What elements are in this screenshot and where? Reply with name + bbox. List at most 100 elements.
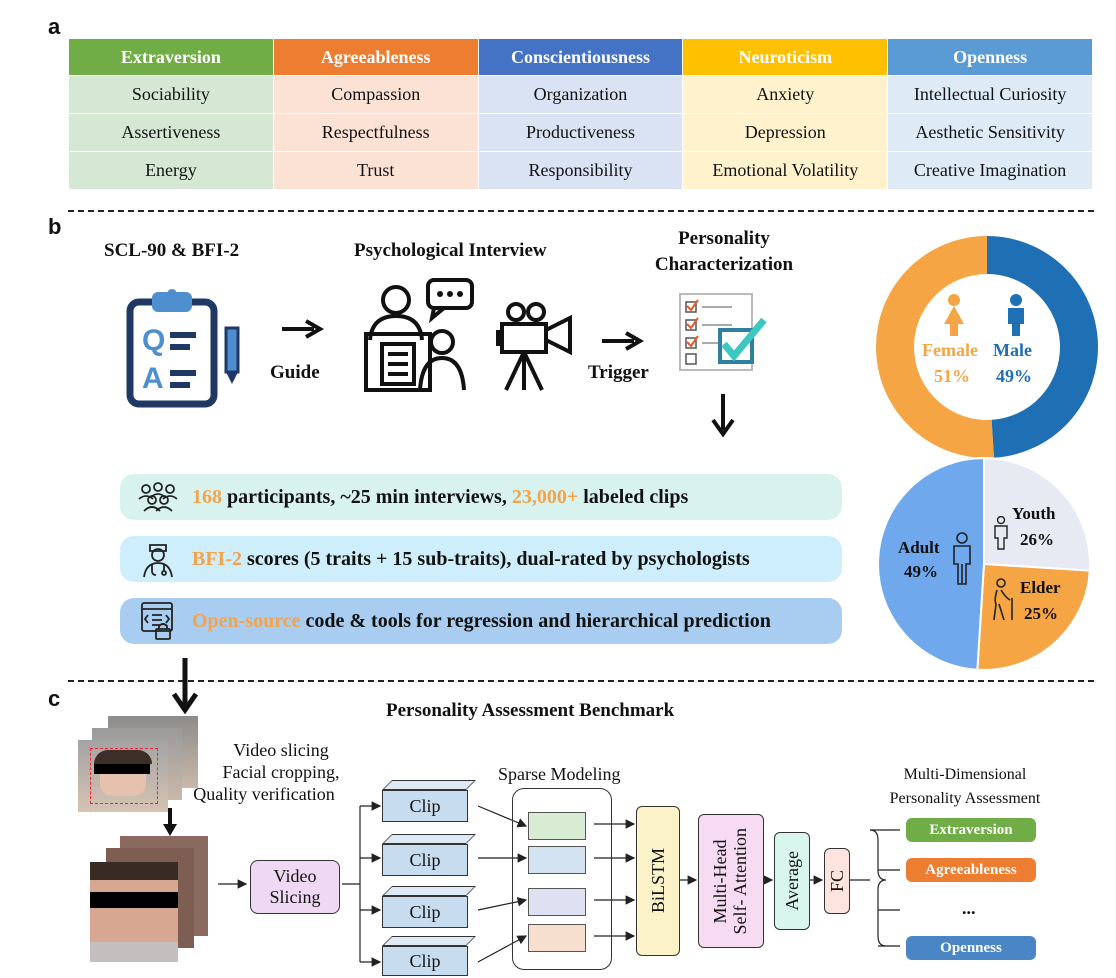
down-arrow-icon [711,394,735,438]
clip-block: Clip [382,886,476,928]
male-pct: 49% [996,366,1032,386]
trait-header: Conscientiousness [477,38,684,76]
prep-step-1: Video slicing [233,740,329,760]
clip-label: Clip [382,896,468,928]
step-scl-bfi-label: SCL-90 & BFI-2 [104,240,240,261]
separator-ab [68,210,1094,212]
video-slicing-text-1: Video [273,866,317,886]
sparse-block [528,888,586,916]
table-row: Energy Trust Responsibility Emotional Vo… [68,151,1093,190]
video-slicing-text-2: Slicing [269,887,321,907]
elder-slice [976,562,1091,671]
guide-arrow-icon [282,319,324,339]
prep-step-3: Quality verification [193,784,335,804]
prep-step-2: Facial cropping, [222,762,340,782]
guide-label: Guide [270,362,320,383]
subtrait-cell: Compassion [272,75,479,114]
output-agreeableness: Agreeableness [906,858,1036,882]
average-label: Average [781,851,802,911]
average-box: Average [774,832,810,930]
output-openness: Openness [906,936,1036,960]
cropped-faces-stack [90,836,210,966]
female-segment [876,236,994,458]
table-row: Assertiveness Respectfulness Productiven… [68,113,1093,152]
panel-letter-a: a [48,14,61,39]
interview-icon [364,278,474,392]
video-frames-stack [74,716,208,812]
output-ellipsis: ... [962,898,976,918]
output-title-1: Multi-Dimensional [903,766,1027,783]
youth-pct: 26% [1020,530,1054,549]
group-icon [134,474,182,520]
gender-donut-chart [876,236,1098,458]
trigger-label: Trigger [588,362,649,383]
trait-header: Agreeableness [272,38,479,76]
elder-icon [993,578,1013,621]
step-characterization-label-2: Characterization [654,254,794,275]
youth-icon [994,516,1008,550]
fc-box: FC [824,848,850,914]
clip-label: Clip [382,790,468,822]
trait-header: Neuroticism [682,38,889,76]
trait-header: Openness [887,38,1093,76]
benchmark-title: Personality Assessment Benchmark [386,700,675,721]
separator-bc [68,680,1094,682]
video-camera-icon [496,302,572,391]
step-interview-label: Psychological Interview [354,240,547,261]
code-lock-icon [134,598,182,644]
subtrait-cell: Responsibility [477,151,684,190]
to-benchmark-arrow-icon [171,658,199,714]
highlight-bfi: BFI-2 scores (5 traits + 15 sub-traits),… [120,536,842,582]
elder-pct: 25% [1024,604,1058,623]
highlight-opensource: Open-source code & tools for regression … [120,598,842,644]
subtrait-cell: Creative Imagination [887,151,1093,190]
panel-letter-c: c [48,686,61,711]
subtrait-cell: Emotional Volatility [682,151,889,190]
trigger-arrow-icon [602,331,644,351]
subtrait-cell: Productiveness [477,113,684,152]
table-row: Sociability Compassion Organization Anxi… [68,75,1093,114]
highlight-bfi-text: BFI-2 scores (5 traits + 15 sub-traits),… [192,547,750,570]
sparse-block [528,846,586,874]
panel-letter-b: b [48,214,62,239]
subtrait-cell: Organization [477,75,684,114]
subtrait-cell: Aesthetic Sensitivity [887,113,1093,152]
trait-header: Extraversion [68,38,274,76]
subtrait-cell: Respectfulness [272,113,479,152]
subtrait-cell: Energy [68,151,274,190]
male-icon [1008,294,1024,336]
questionnaire-icon: Q A [126,289,240,408]
female-pct: 51% [934,366,970,386]
adult-label: Adult [898,538,940,557]
subtrait-cell: Anxiety [682,75,889,114]
sparse-modeling-group [512,788,612,970]
youth-slice [983,456,1091,572]
youth-label: Youth [1012,504,1056,523]
age-pie-chart [877,456,1091,671]
clip-label: Clip [382,946,468,976]
crop-arrow-icon [163,808,177,836]
subtrait-cell: Depression [682,113,889,152]
adult-icon [953,532,971,585]
psychologist-icon [134,536,182,582]
clip-label: Clip [382,844,468,876]
sparse-block [528,812,586,840]
elder-label: Elder [1020,578,1061,597]
female-label: Female [922,340,978,360]
checklist-icon [679,293,767,371]
highlight-opensource-text: Open-source code & tools for regression … [192,609,771,632]
clip-block: Clip [382,834,476,876]
adult-pct: 49% [904,562,938,581]
bilstm-box: BiLSTM [636,806,680,956]
subtrait-cell: Intellectual Curiosity [887,75,1093,114]
svg-text:A: A [142,362,164,395]
sparse-modeling-label: Sparse Modeling [498,764,621,784]
output-title-2: Personality Assessment [889,790,1041,807]
architecture-connectors [218,801,900,967]
male-segment [986,236,1098,458]
highlight-participants-text: 168 participants, ~25 min interviews, 23… [192,485,689,508]
trait-header-row: Extraversion Agreeableness Conscientious… [68,38,1093,76]
